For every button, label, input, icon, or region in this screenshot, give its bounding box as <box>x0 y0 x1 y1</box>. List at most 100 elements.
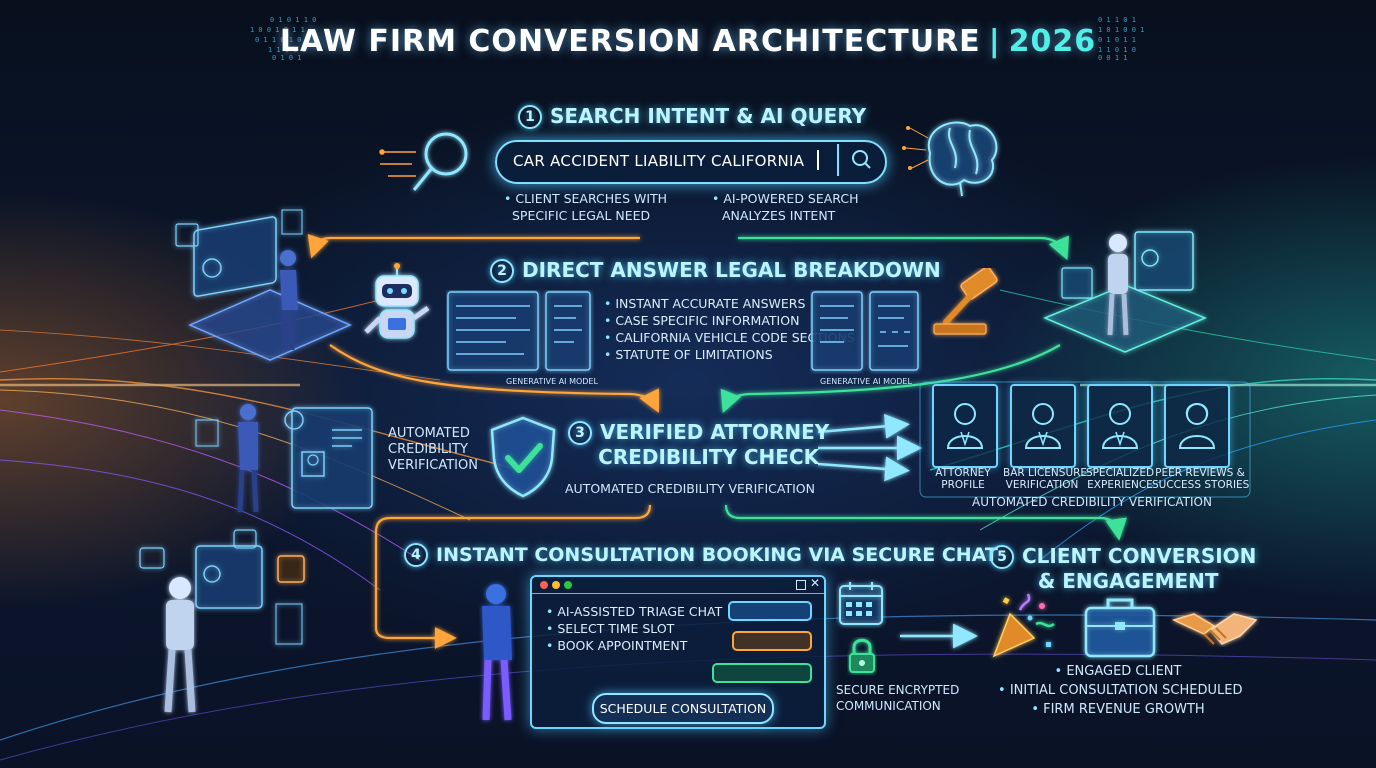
title-year: 2026 <box>1008 24 1097 59</box>
lock-icon <box>849 638 875 673</box>
step1-left-caption: • CLIENT SEARCHES WITH SPECIFIC LEGAL NE… <box>504 191 668 223</box>
schedule-consultation-button[interactable]: SCHEDULE CONSULTATION <box>592 693 774 724</box>
step5-heading-line2: & ENGAGEMENT <box>1037 569 1219 593</box>
chat-bubble-1 <box>728 601 812 621</box>
step3-center-caption: AUTOMATED CREDIBILITY VERIFICATION <box>565 481 815 496</box>
attorney-icon <box>946 403 984 449</box>
window-close-icon[interactable]: ✕ <box>810 576 821 590</box>
chat-bubble-2 <box>732 631 812 651</box>
brain-icon <box>902 121 998 197</box>
close-dot-icon[interactable] <box>540 581 548 589</box>
chat-bubble-3 <box>712 663 812 683</box>
step5-bullet-1: ENGAGED CLIENT <box>1066 664 1182 679</box>
step5-bullet-list: • ENGAGED CLIENT • INITIAL CONSULTATION … <box>998 664 1243 717</box>
step2-bullet-2: CASE SPECIFIC INFORMATION <box>615 313 800 328</box>
peer-reviews-card <box>1164 384 1230 468</box>
step4-bullet-3: BOOK APPOINTMENT <box>557 638 688 653</box>
step3-left-caption-line2: CREDIBILITY <box>388 442 468 457</box>
card-label-1-line2: PROFILE <box>941 479 985 491</box>
svg-text:0 1 0 1 1 0: 0 1 0 1 1 0 <box>270 16 316 24</box>
attorney-icon <box>1024 403 1062 449</box>
attorney-profile-card <box>932 384 998 468</box>
title-separator: | <box>988 24 1001 59</box>
step1-number: 1 <box>518 105 542 129</box>
step5-number: 5 <box>990 545 1014 569</box>
svg-text:0 0 1 1: 0 0 1 1 <box>1098 54 1128 62</box>
maximize-dot-icon[interactable] <box>564 581 572 589</box>
search-query-text: CAR ACCIDENT LIABILITY CALIFORNIA <box>513 152 805 170</box>
card-label-2-line1: BAR LICENSURE <box>1003 467 1088 479</box>
card-label-3-line2: EXPERIENCE <box>1087 479 1153 491</box>
left-laptop-scene <box>175 209 352 361</box>
step2-bullet-list: • INSTANT ACCURATE ANSWERS • CASE SPECIF… <box>604 296 855 362</box>
window-restore-icon[interactable] <box>796 580 806 590</box>
step3-number: 3 <box>568 421 592 445</box>
card-label-1-line1: ATTORNEY <box>935 467 991 479</box>
svg-text:0 1 1 0 1: 0 1 1 0 1 <box>1098 16 1136 24</box>
step3-heading-line2: CREDIBILITY CHECK <box>598 445 820 469</box>
gavel-icon <box>933 268 998 335</box>
card-label-3-line1: SPECIALIZED <box>1085 467 1155 479</box>
left-model-label: GENERATIVE AI MODEL <box>506 377 598 386</box>
page-title: LAW FIRM CONVERSION ARCHITECTURE|2026 <box>0 24 1376 59</box>
credential-cards <box>930 384 1250 494</box>
chat-titlebar: ✕ <box>532 576 824 594</box>
step3-left-caption-line1: AUTOMATED <box>388 426 470 441</box>
step2-bullet-4: STATUTE OF LIMITATIONS <box>615 347 773 362</box>
attorney-icon <box>1178 403 1216 449</box>
bottom-left-robot-scene <box>139 529 305 713</box>
step3-right-caption: AUTOMATED CREDIBILITY VERIFICATION <box>972 495 1212 509</box>
card-label-2: BAR LICENSURE VERIFICATION <box>1003 467 1088 491</box>
step1-right-caption-line1: AI-POWERED SEARCH <box>723 191 859 206</box>
step2-heading-text: DIRECT ANSWER LEGAL BREAKDOWN <box>522 258 941 282</box>
left-light-streaks <box>0 299 521 591</box>
card-label-4: PEER REVIEWS & SUCCESS STORIES <box>1152 467 1249 491</box>
step5-bullet-2: INITIAL CONSULTATION SCHEDULED <box>1009 683 1243 698</box>
step1-heading-text: SEARCH INTENT & AI QUERY <box>550 104 867 128</box>
code-decoration: 0 1 0 1 1 01 0 0 1 0 1 10 1 1 0 1 01 1 0… <box>250 16 1144 62</box>
card-label-4-line1: PEER REVIEWS & <box>1155 467 1245 479</box>
right-model-label: GENERATIVE AI MODEL <box>820 377 912 386</box>
attorney-icon <box>1101 403 1139 449</box>
step4-heading-text: INSTANT CONSULTATION BOOKING VIA SECURE … <box>436 544 998 566</box>
title-main: LAW FIRM CONVERSION ARCHITECTURE <box>279 24 981 59</box>
right-robot-scene <box>1043 231 1207 353</box>
verification-person-scene <box>195 404 373 513</box>
svg-text:1 1 0 0 1: 1 1 0 0 1 <box>268 46 306 54</box>
search-caret <box>817 150 819 170</box>
step2-number: 2 <box>490 259 514 283</box>
step5-bullet-3: FIRM REVENUE GROWTH <box>1043 702 1205 717</box>
secure-caption-line2: COMMUNICATION <box>836 699 941 713</box>
step3-heading-line1: VERIFIED ATTORNEY <box>600 420 830 444</box>
handshake-icon <box>1171 613 1258 645</box>
shield-check-icon <box>490 416 556 498</box>
left-ai-documents-icon <box>447 291 591 371</box>
card-label-1: ATTORNEY PROFILE <box>931 467 995 491</box>
search-button[interactable] <box>837 144 883 176</box>
svg-text:0 1 0 1: 0 1 0 1 <box>272 54 302 62</box>
step3-heading: 3 VERIFIED ATTORNEY CREDIBILITY CHECK <box>568 420 829 469</box>
step1-left-caption-line2: SPECIFIC LEGAL NEED <box>512 208 651 223</box>
step2-bullet-1: INSTANT ACCURATE ANSWERS <box>615 296 806 311</box>
step1-right-caption: • AI-POWERED SEARCH ANALYZES INTENT <box>712 191 859 223</box>
step1-right-caption-line2: ANALYZES INTENT <box>722 208 836 223</box>
search-bar[interactable]: CAR ACCIDENT LIABILITY CALIFORNIA <box>495 140 887 184</box>
secure-caption: SECURE ENCRYPTED COMMUNICATION <box>836 682 959 714</box>
party-popper-icon <box>992 593 1055 658</box>
calendar-icon <box>839 582 883 625</box>
svg-text:1 1 0 1 0: 1 1 0 1 0 <box>1098 46 1136 54</box>
step1-heading: 1 SEARCH INTENT & AI QUERY <box>518 104 866 129</box>
search-icon <box>852 150 871 169</box>
specialized-experience-card <box>1087 384 1153 468</box>
minimize-dot-icon[interactable] <box>552 581 560 589</box>
step1-left-caption-line1: CLIENT SEARCHES WITH <box>515 191 668 206</box>
secure-caption-line1: SECURE ENCRYPTED <box>836 683 960 697</box>
step4-bullet-1: AI-ASSISTED TRIAGE CHAT <box>557 604 723 619</box>
step2-heading: 2 DIRECT ANSWER LEGAL BREAKDOWN <box>490 258 941 283</box>
step4-bullet-list: • AI-ASSISTED TRIAGE CHAT • SELECT TIME … <box>546 604 723 653</box>
step4-bullet-2: SELECT TIME SLOT <box>557 621 675 636</box>
bar-licensure-card <box>1010 384 1076 468</box>
